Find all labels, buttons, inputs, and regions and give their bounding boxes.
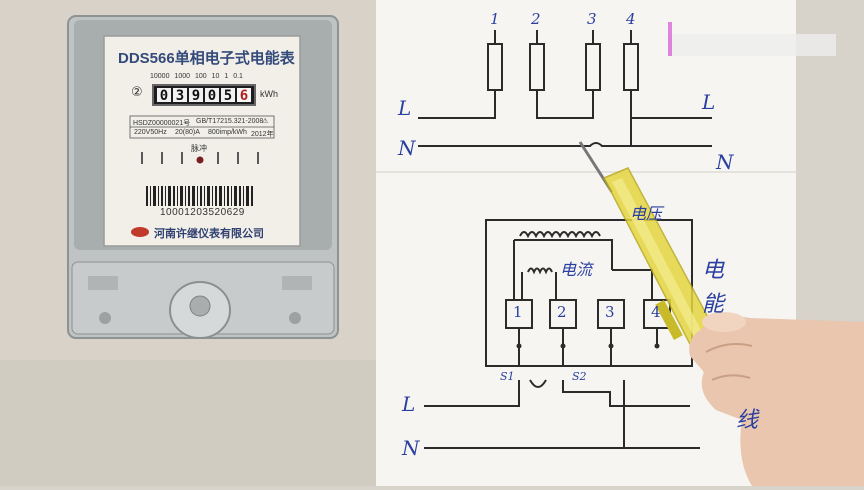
top-left-N: N xyxy=(398,136,416,160)
spec-serial: HSDZ00000021号 xyxy=(133,120,191,127)
meter-multipliers: 10000 1000 100 10 1 0.1 xyxy=(150,73,243,80)
multiplier: 1 xyxy=(224,73,229,80)
top-right-N: N xyxy=(716,150,734,174)
bottom-left-L: L xyxy=(402,392,416,416)
bottom-terminal-number: 4 xyxy=(651,303,661,321)
edge-char: 线 xyxy=(736,408,759,433)
bottom-left-N: N xyxy=(402,436,420,460)
side-label-char: 电 xyxy=(702,258,725,283)
spec-year: 2012年 xyxy=(251,131,274,138)
shunt-label-s1: S1 xyxy=(500,370,515,383)
multiplier: 10 xyxy=(211,73,220,80)
manufacturer-label: 河南许继仪表有限公司 xyxy=(154,227,264,240)
multiplier: 1000 xyxy=(174,73,190,80)
multiplier: 100 xyxy=(194,73,207,80)
pulse-label: 脉冲 xyxy=(191,144,207,153)
spec-standard: GB/T17215.321-2008 xyxy=(196,118,264,125)
electric-meter xyxy=(67,15,339,339)
multiplier: 0.1 xyxy=(233,73,243,80)
bottom-terminal-number: 1 xyxy=(513,303,523,321)
bottom-internal-diagram xyxy=(424,219,700,449)
bottom-terminal-number: 3 xyxy=(605,303,615,321)
barcode-number: 10001203520629 xyxy=(160,207,245,218)
warning-icon: ⚠ xyxy=(262,118,269,125)
side-label-char: 能 xyxy=(702,292,725,317)
spec-constant: 800imp/kWh xyxy=(208,129,247,136)
top-left-L: L xyxy=(398,96,412,120)
top-terminal-number: 4 xyxy=(626,10,636,28)
current-coil-label: 电流 xyxy=(560,260,593,279)
register-digit: 9 xyxy=(189,88,203,104)
shunt-label-s2: S2 xyxy=(572,370,587,383)
barcode xyxy=(146,186,253,206)
meter-model-label: DDS566单相电子式电能表 xyxy=(118,50,295,67)
bottom-terminal-number: 2 xyxy=(557,303,567,321)
energy-register: 0 3 9 0 5 6 xyxy=(152,84,256,106)
register-digit-decimal: 6 xyxy=(237,88,251,104)
register-digit: 0 xyxy=(205,88,219,104)
register-digit: 3 xyxy=(173,88,187,104)
hand xyxy=(689,312,864,486)
top-terminal-number: 3 xyxy=(587,10,597,28)
register-unit: kWh xyxy=(260,89,278,99)
company-logo-icon xyxy=(131,227,149,237)
top-wiring-diagram xyxy=(418,30,712,147)
multiplier: 10000 xyxy=(150,73,170,80)
register-digit: 5 xyxy=(221,88,235,104)
top-terminal-number: 1 xyxy=(490,10,500,28)
voltage-coil-label: 电压 xyxy=(630,204,663,223)
top-terminal-number: 2 xyxy=(531,10,541,28)
register-digit: 0 xyxy=(157,88,171,104)
spec-current: 20(80)A xyxy=(175,129,200,136)
top-right-L: L xyxy=(702,90,716,114)
spec-voltage: 220V50Hz xyxy=(134,129,167,136)
circle-mark: ② xyxy=(131,85,143,100)
